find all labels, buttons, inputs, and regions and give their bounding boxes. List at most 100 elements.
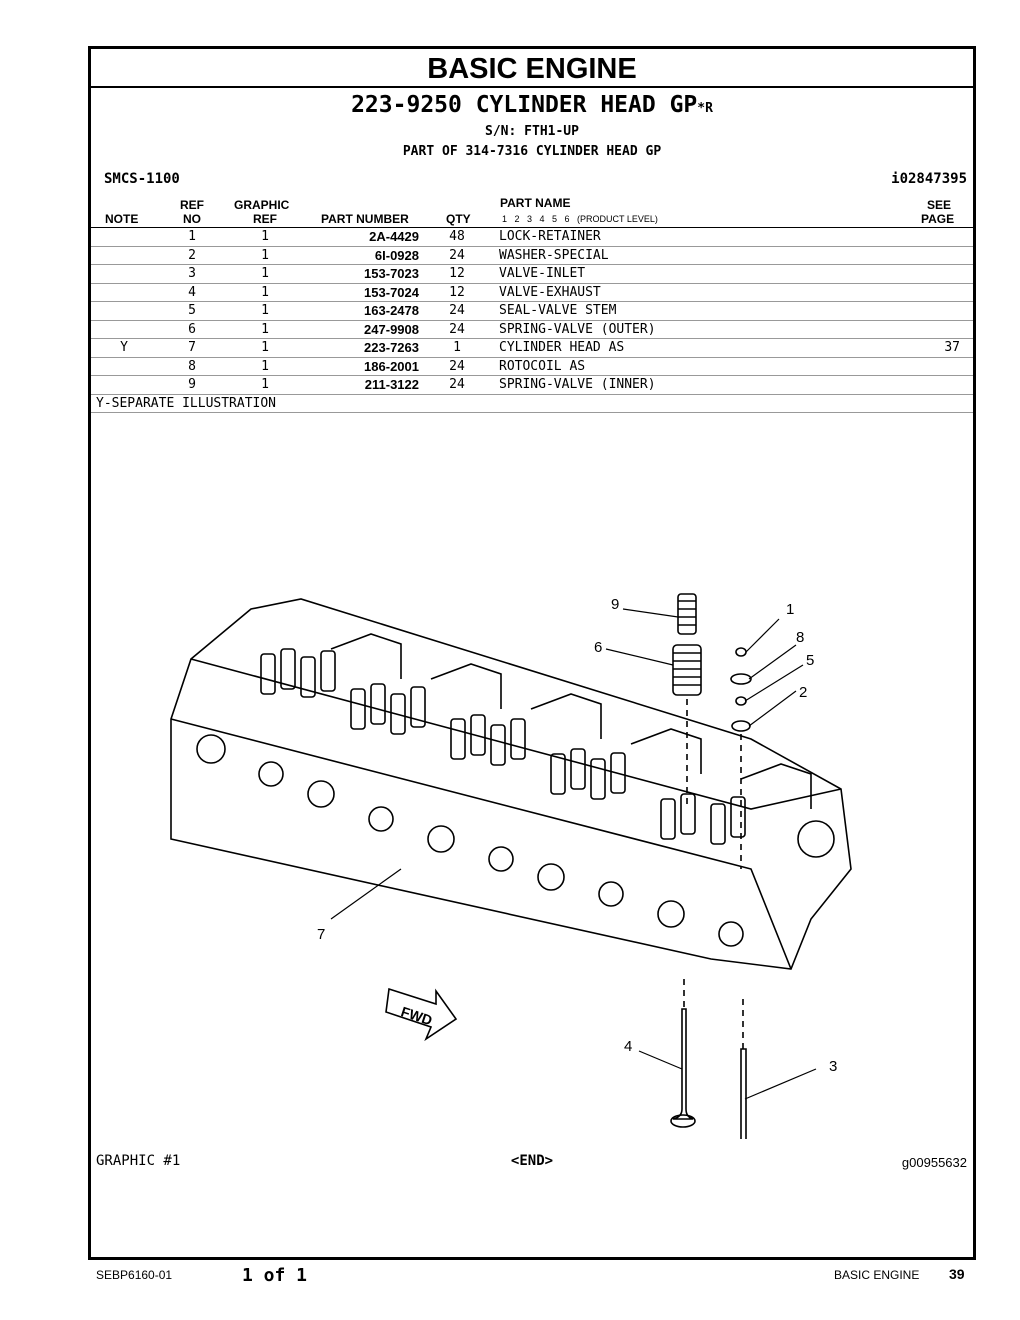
cell-qty: 24	[449, 358, 465, 374]
column-headers: NOTE REF NO GRAPHIC REF PART NUMBER QTY …	[91, 195, 973, 228]
cell-part-name: SEAL-VALVE STEM	[499, 303, 617, 318]
side-ports	[196, 734, 835, 947]
cell-ref: 6	[188, 321, 196, 337]
cell-qty: 48	[449, 229, 465, 244]
col-product-level: 1 2 3 4 5 6 (PRODUCT LEVEL)	[502, 214, 658, 224]
cell-part-number: 186-2001	[364, 358, 419, 374]
cell-graphic-ref: 1	[261, 321, 269, 337]
table-row: 4 1 153-7024 12 VALVE-EXHAUST	[91, 284, 973, 302]
cell-qty: 24	[449, 377, 465, 392]
cell-ref: 7	[188, 340, 196, 355]
cell-note: Y	[120, 340, 128, 355]
table-row: 2 1 6I-0928 24 WASHER-SPECIAL	[91, 247, 973, 265]
end-label: <END>	[510, 1153, 554, 1169]
cell-graphic-ref: 1	[261, 229, 269, 244]
cell-see-page: 37	[944, 340, 960, 355]
cell-graphic-ref: 1	[261, 266, 269, 281]
lock-retainer-part	[735, 647, 747, 657]
smcs-code: SMCS-1100	[104, 171, 180, 187]
cell-qty: 24	[449, 321, 465, 337]
cell-part-name: LOCK-RETAINER	[499, 229, 601, 244]
cell-ref: 3	[188, 266, 196, 281]
footer-doc: SEBP6160-01	[96, 1268, 173, 1282]
callout-3: 3	[829, 1058, 837, 1075]
cell-part-number: 6I-0928	[374, 247, 419, 263]
footer-section: BASIC ENGINE	[834, 1268, 920, 1282]
callout-6: 6	[594, 639, 602, 656]
page-frame: BASIC ENGINE 223-9250 CYLINDER HEAD GP*R…	[88, 46, 976, 1260]
group-title-suffix: *R	[697, 101, 713, 116]
cell-part-name: ROTOCOIL AS	[499, 358, 586, 374]
document-id: i02847395	[891, 171, 967, 187]
cell-ref: 9	[188, 377, 196, 392]
cylinder-head-edge	[170, 718, 792, 970]
outer-spring-part	[672, 644, 702, 696]
serial-number: S/N: FTH1-UP	[485, 124, 579, 139]
group-title-main: 223-9250 CYLINDER HEAD GP	[351, 92, 698, 118]
cell-part-number: 2A-4429	[369, 229, 419, 244]
cell-ref: 5	[188, 303, 196, 318]
table-row: 5 1 163-2478 24 SEAL-VALVE STEM	[91, 302, 973, 321]
col-graphic-top: GRAPHIC	[234, 198, 290, 212]
col-qty: QTY	[446, 212, 471, 226]
col-see-top: SEE	[927, 198, 952, 212]
cell-graphic-ref: 1	[261, 247, 269, 263]
cell-part-number: 211-3122	[364, 377, 419, 392]
rocker-housings	[330, 633, 812, 809]
col-part-name: PART NAME	[500, 196, 571, 210]
table-row: 8 1 186-2001 24 ROTOCOIL AS	[91, 358, 973, 376]
fwd-label: FWD	[399, 1003, 434, 1028]
cylinder-head-outline	[170, 598, 852, 970]
cell-part-number: 153-7024	[364, 284, 419, 300]
cylinder-head-illustration: 9 6 1 8 5 2 7 4 3 FWD	[170, 593, 852, 1139]
cell-graphic-ref: 1	[261, 358, 269, 374]
inner-spring-part	[677, 593, 697, 635]
table-row: 6 1 247-9908 24 SPRING-VALVE (OUTER)	[91, 321, 973, 339]
cell-qty: 24	[449, 247, 465, 263]
table-row: 3 1 153-7023 12 VALVE-INLET	[91, 265, 973, 284]
washer-part	[731, 720, 751, 732]
cell-part-name: CYLINDER HEAD AS	[499, 340, 625, 355]
cell-part-number: 163-2478	[364, 303, 419, 318]
part-of: PART OF 314-7316 CYLINDER HEAD GP	[402, 144, 662, 159]
seal-part	[735, 696, 747, 706]
graphic-label: GRAPHIC #1	[96, 1153, 181, 1169]
footer-page-number: 39	[949, 1266, 965, 1282]
col-note: NOTE	[105, 212, 139, 226]
cell-graphic-ref: 1	[261, 340, 269, 355]
graphic-id: g00955632	[901, 1155, 967, 1170]
table-row: Y 7 1 223-7263 1 CYLINDER HEAD AS 37	[91, 339, 973, 358]
cell-part-name: VALVE-INLET	[499, 266, 586, 281]
callout-4: 4	[624, 1038, 632, 1055]
callout-5: 5	[806, 652, 814, 669]
footer-pages: 1 of 1	[242, 1265, 308, 1286]
cell-part-number: 153-7023	[364, 266, 419, 281]
cell-qty: 1	[453, 340, 461, 355]
valve-spring-set	[260, 648, 746, 845]
callout-2: 2	[799, 684, 807, 701]
fwd-arrow-icon	[385, 987, 458, 1042]
cell-ref: 1	[188, 229, 196, 244]
cell-part-number: 247-9908	[364, 321, 419, 337]
col-see-bottom: PAGE	[921, 212, 955, 226]
table-row: 1 1 2A-4429 48 LOCK-RETAINER	[91, 228, 973, 247]
footnote: Y-SEPARATE ILLUSTRATION	[91, 395, 973, 413]
table-row: 9 1 211-3122 24 SPRING-VALVE (INNER)	[91, 376, 973, 395]
cell-ref: 8	[188, 358, 196, 374]
cell-part-name: SPRING-VALVE (OUTER)	[499, 321, 656, 337]
callout-1: 1	[786, 601, 794, 618]
cell-ref: 2	[188, 247, 196, 263]
section-header: BASIC ENGINE	[91, 49, 973, 88]
rotocoil-part	[730, 673, 752, 685]
cell-qty: 24	[449, 303, 465, 318]
exhaust-valve-part	[672, 1008, 694, 1120]
callout-7: 7	[317, 926, 325, 943]
group-title: 223-9250 CYLINDER HEAD GP*R	[91, 92, 973, 118]
cell-qty: 12	[449, 284, 465, 300]
col-graphic-bottom: REF	[253, 212, 277, 226]
cell-ref: 4	[188, 284, 196, 300]
cell-part-name: VALVE-EXHAUST	[499, 284, 601, 300]
cell-part-number: 223-7263	[364, 340, 419, 355]
col-ref-bottom: NO	[183, 212, 201, 226]
parts-table: 1 1 2A-4429 48 LOCK-RETAINER 2 1 6I-0928…	[91, 228, 973, 413]
